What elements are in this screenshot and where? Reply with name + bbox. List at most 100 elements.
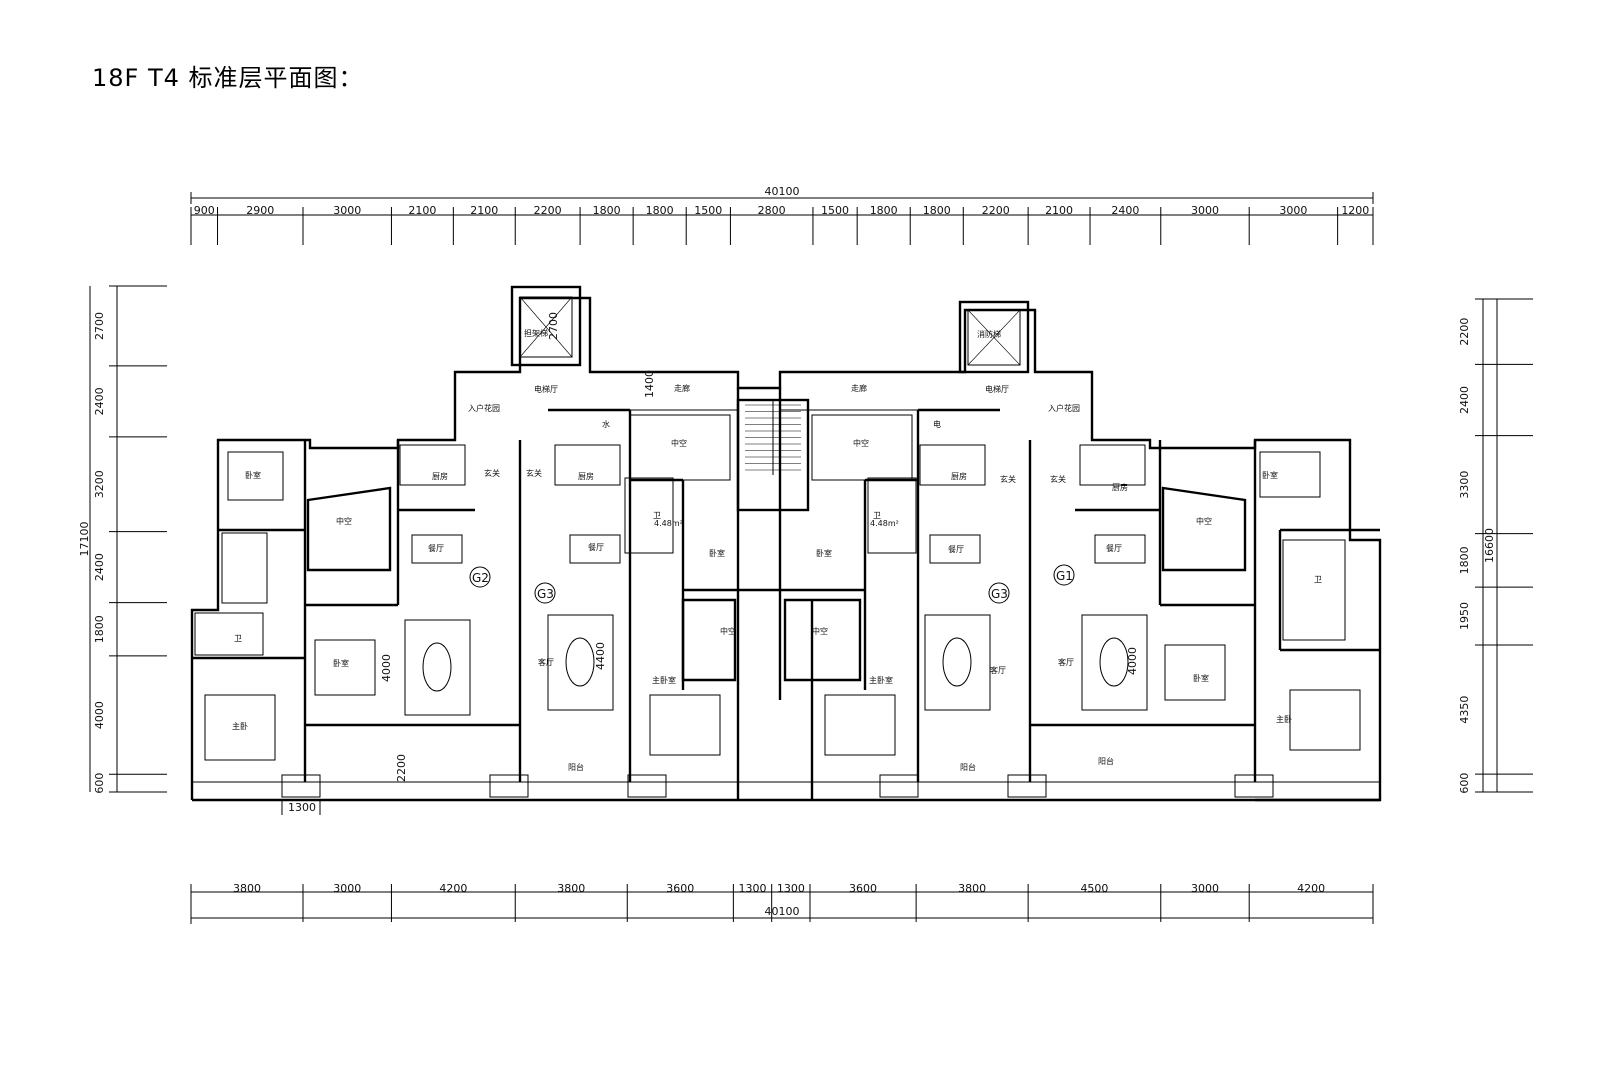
inner-dim-4000: 4000	[1126, 647, 1139, 675]
label-master-bedroom: 主卧室	[652, 675, 676, 685]
label-kitchen: 厨房	[432, 471, 448, 481]
top-dimension-label: 1800	[923, 204, 951, 217]
bottom-dimension-label: 3800	[958, 882, 986, 895]
label-entry-garden: 入户花园	[468, 403, 500, 413]
right-dimension-label: 2200	[1458, 318, 1471, 346]
label-bedroom: 卧室	[1193, 673, 1209, 683]
right-total-dimension: 16600	[1483, 528, 1496, 563]
label-bath: 卫	[873, 511, 881, 520]
top-dimension-label: 2400	[1111, 204, 1139, 217]
label-void: 中空	[671, 438, 687, 448]
label-corridor: 走廊	[674, 383, 690, 393]
right-dimension-label: 1800	[1458, 546, 1471, 574]
label-bedroom: 卧室	[816, 548, 832, 558]
left-total-dimension: 17100	[78, 522, 91, 557]
bottom-dimension-label: 3600	[849, 882, 877, 895]
label-void: 中空	[336, 516, 352, 526]
label-foyer: 玄关	[526, 468, 542, 478]
top-dimension-label: 1800	[646, 204, 674, 217]
building-walls	[190, 296, 1382, 802]
void-shafts	[306, 414, 1247, 682]
right-dimension-label: 2400	[1458, 386, 1471, 414]
label-elevator-hall: 电梯厅	[985, 384, 1009, 394]
right-dimension-label: 600	[1458, 773, 1471, 794]
top-dimension-label: 1500	[821, 204, 849, 217]
elevator-shafts	[510, 285, 1030, 374]
label-balcony: 阳台	[960, 762, 976, 772]
right-dimension-label: 4350	[1458, 696, 1471, 724]
top-dimension-label: 900	[194, 204, 215, 217]
bottom-dimension-label: 4500	[1080, 882, 1108, 895]
bottom-dimension-label: 3800	[557, 882, 585, 895]
label-water: 水	[602, 419, 610, 429]
label-kitchen: 厨房	[951, 471, 967, 481]
label-bath: 卫	[653, 511, 661, 520]
page-title: 18F T4 标准层平面图：	[92, 64, 364, 92]
label-master-bedroom: 主卧	[232, 721, 248, 731]
label-elevator-hall: 电梯厅	[534, 384, 558, 394]
label-dining: 餐厅	[588, 543, 604, 552]
bottom-dimension-label: 1300	[777, 882, 805, 895]
label-living: 客厅	[1058, 657, 1074, 667]
label-foyer: 玄关	[484, 468, 500, 478]
stairwell	[736, 398, 810, 512]
label-living: 客厅	[538, 657, 554, 667]
top-dimension-label: 2900	[246, 204, 274, 217]
top-dimension-label: 2100	[1045, 204, 1073, 217]
label-stretcher-elevator: 担架梯	[524, 328, 548, 338]
top-dimension-label: 3000	[333, 204, 361, 217]
label-kitchen: 厨房	[578, 471, 594, 481]
top-dimension-label: 2100	[470, 204, 498, 217]
label-balcony: 阳台	[568, 762, 584, 772]
label-dining: 餐厅	[1106, 544, 1122, 553]
label-unit-g1: G1	[1056, 569, 1073, 583]
top-dimension-label: 3000	[1279, 204, 1307, 217]
balconies	[281, 774, 1274, 798]
label-unit-g2: G2	[472, 571, 489, 585]
inner-dim-4000: 4000	[380, 654, 393, 682]
bottom-dimension-label: 1300	[739, 882, 767, 895]
top-dimension-label: 1800	[593, 204, 621, 217]
right-dimension-chain: 2200 2400 3300 1800 1950 4350 600 16600	[1458, 298, 1533, 794]
label-corridor: 走廊	[851, 383, 867, 393]
label-living: 客厅	[990, 665, 1006, 675]
room-labels: 中空 中空 中空 中空 中空 中空 厨房 厨房 厨房 厨房 餐厅 餐厅 餐厅 餐…	[232, 312, 1322, 815]
bottom-dimension-label: 4200	[1297, 882, 1325, 895]
label-foyer: 玄关	[1050, 474, 1066, 484]
bottom-dimension-label: 4200	[439, 882, 467, 895]
label-power: 电	[933, 419, 941, 429]
left-dimension-label: 2400	[93, 387, 106, 415]
label-entry-garden: 入户花园	[1048, 403, 1080, 413]
top-dimension-label: 1800	[870, 204, 898, 217]
bottom-dimension-label: 3600	[666, 882, 694, 895]
top-dimension-label: 2100	[408, 204, 436, 217]
label-kitchen: 厨房	[1112, 482, 1128, 492]
label-void: 中空	[720, 626, 736, 636]
bottom-dimension-label: 3000	[1191, 882, 1219, 895]
label-master-bedroom: 主卧	[1276, 714, 1292, 724]
top-dimension-label: 1500	[694, 204, 722, 217]
label-void: 中空	[1196, 516, 1212, 526]
label-dining: 餐厅	[428, 544, 444, 553]
label-dining: 餐厅	[948, 545, 964, 554]
left-dimension-label: 2700	[93, 312, 106, 340]
label-balcony: 阳台	[1098, 756, 1114, 766]
right-dimension-label: 3300	[1458, 471, 1471, 499]
label-bedroom: 卧室	[1262, 470, 1278, 480]
top-dimension-label: 3000	[1191, 204, 1219, 217]
label-area: 4.48m²	[654, 519, 683, 528]
inner-dim-4400: 4400	[594, 642, 607, 670]
label-void: 中空	[853, 438, 869, 448]
left-dimension-label: 1800	[93, 615, 106, 643]
right-dimension-label: 1950	[1458, 602, 1471, 630]
top-dimension-label: 2200	[534, 204, 562, 217]
label-area: 4.48m²	[870, 519, 899, 528]
label-foyer: 玄关	[1000, 474, 1016, 484]
inner-dim-2200: 2200	[395, 754, 408, 782]
left-dimension-label: 4000	[93, 701, 106, 729]
top-dimension-label: 2800	[758, 204, 786, 217]
left-dimension-label: 2400	[93, 553, 106, 581]
